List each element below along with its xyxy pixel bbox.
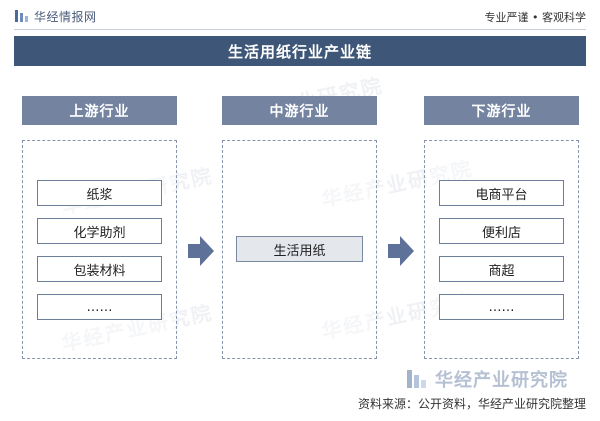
upstream-item: …… (37, 294, 162, 320)
source-note: 资料来源：公开资料，华经产业研究院整理 (357, 397, 586, 411)
logo-text: 华经情报网 (34, 9, 97, 24)
title-bar: 生活用纸行业产业链 (14, 36, 586, 66)
midstream-item: 生活用纸 (236, 236, 363, 262)
downstream-frame (424, 140, 579, 359)
bar-logo-icon (15, 10, 28, 22)
upstream-item: 纸浆 (37, 180, 162, 206)
top-bar: 华经情报网 专业严谨 • 客观科学 (0, 0, 600, 30)
header-divider (14, 29, 586, 30)
brand-logo[interactable]: 华经情报网 (14, 8, 97, 24)
downstream-item: 商超 (439, 256, 564, 282)
bar-logo-icon (407, 370, 426, 388)
upstream-header: 上游行业 (22, 96, 177, 125)
diagram-title: 生活用纸行业产业链 (227, 42, 372, 61)
midstream-header: 中游行业 (222, 96, 377, 125)
upstream-frame (22, 140, 177, 359)
downstream-item: 便利店 (439, 218, 564, 244)
upstream-item: 包装材料 (37, 256, 162, 282)
right-arrow-icon (388, 236, 414, 266)
upstream-item: 化学助剂 (37, 218, 162, 244)
downstream-item: …… (439, 294, 564, 320)
watermark-logo: 华经产业研究院 (405, 366, 568, 392)
watermark-logo-text: 华经产业研究院 (435, 370, 568, 391)
downstream-header: 下游行业 (424, 96, 579, 125)
downstream-item: 电商平台 (439, 180, 564, 206)
slogan: 专业严谨 • 客观科学 (484, 11, 586, 24)
right-arrow-icon (188, 236, 214, 266)
